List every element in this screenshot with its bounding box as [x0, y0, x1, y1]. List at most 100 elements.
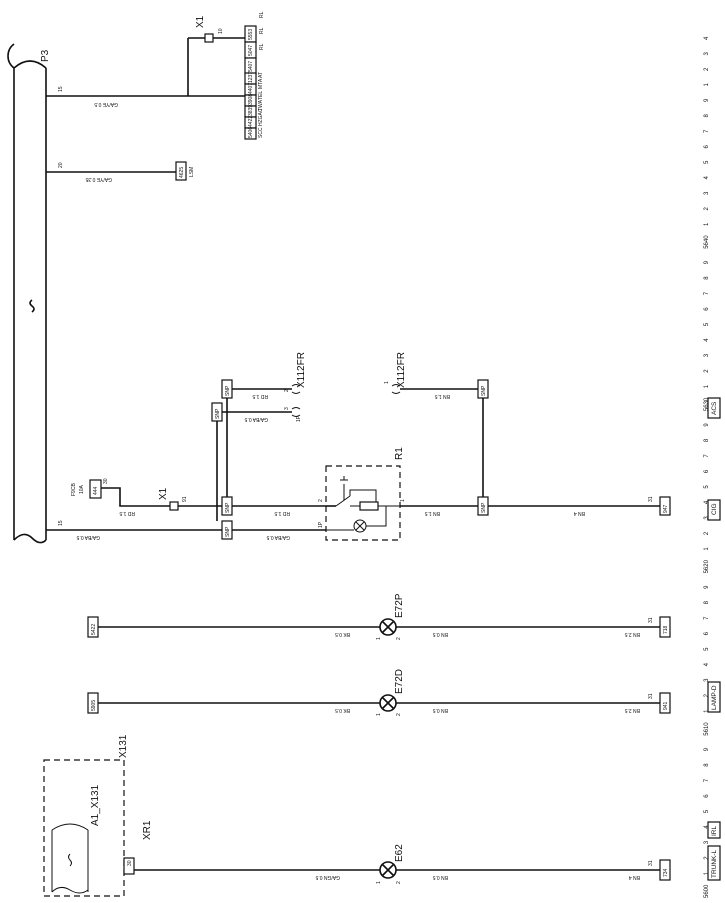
wire-ground-label: BN 4: [574, 510, 585, 516]
connector-pin-label: 1P: [296, 415, 302, 422]
ruler-minor-label: 5: [704, 160, 710, 164]
ruler-minor-label: 3: [704, 840, 710, 844]
relay-section: 444 F9CB 10A 30 X1 91 RD 1.5 15 GA/BA 0.…: [46, 352, 671, 541]
ruler-minor-label: 6: [704, 631, 710, 635]
upper-box-code: 5553: [248, 29, 254, 40]
ruler-major-label: 5610: [704, 722, 710, 736]
x1-relay-pin: 91: [182, 496, 188, 502]
lower-box-code: 3908: [248, 94, 254, 105]
lamp-right-wire: BN 0.5: [432, 707, 448, 713]
fuse-rating: 10A: [79, 484, 85, 494]
grid-ruler: 5600123456789561012345678956201234567895…: [704, 36, 710, 898]
lamp-left-wire: GA/GN 0.5: [315, 874, 340, 880]
ruler-minor-label: 1: [704, 384, 710, 388]
relay-pin: 1P: [318, 521, 324, 528]
ruler-minor-label: 9: [704, 260, 710, 264]
x1-splice-connector: [204, 33, 214, 43]
lamp-ground-box: [659, 859, 671, 881]
upper-box-tag: RL: [259, 43, 265, 50]
module-pin-box: [123, 857, 135, 875]
ruler-major-label: 5600: [704, 884, 710, 898]
ruler-minor-label: 5: [704, 322, 710, 326]
legend-lamp-d: LAMP-D: [711, 685, 718, 710]
x1-relay-label: X1: [158, 487, 169, 500]
lower-box-tag: SCC: [258, 127, 264, 138]
lamp-ground-box: [659, 616, 671, 638]
module-pin: 30: [127, 860, 133, 866]
lamp-ground-pin: 31: [648, 693, 654, 699]
connector-pin-label: 2: [284, 389, 290, 392]
wire-up1-label: RD 1.5: [252, 393, 268, 399]
ruler-minor-label: 7: [704, 129, 710, 133]
harness-label: P3: [40, 49, 51, 62]
wire-main-label: GA/YE 0.5: [94, 101, 118, 107]
snp-label: SNP: [481, 385, 487, 396]
ruler-minor-label: 3: [704, 678, 710, 682]
fuse-box-code: 444: [93, 486, 99, 495]
ruler-minor-label: 4: [704, 662, 710, 666]
ruler-minor-label: 2: [704, 693, 710, 697]
wire-up3-label: BN 1.5: [434, 393, 450, 399]
lamp-right-wire: BN 0.5: [432, 874, 448, 880]
ruler-minor-label: 5: [704, 647, 710, 651]
fuse-box: [89, 479, 102, 499]
pin-15-bottom: 15: [58, 520, 64, 526]
ruler-minor-label: 9: [704, 585, 710, 589]
wire-rd-label: RD 1.5: [274, 510, 290, 516]
lamp-right-wire2: BN 2.5: [624, 707, 640, 713]
lamp-label: E72P: [394, 593, 405, 618]
lamp-ground-pin: 31: [648, 617, 654, 623]
snp-label: SNP: [225, 385, 231, 396]
ruler-minor-label: 1: [704, 709, 710, 713]
ruler-minor-label: 9: [704, 747, 710, 751]
box-4625-tag: LSM: [189, 167, 195, 177]
module-x131: X131 A1_X131 XR1 30: [43, 734, 153, 897]
ruler-minor-label: 5: [704, 809, 710, 813]
ruler-major-label: 5620: [704, 559, 710, 573]
ruler-major-label: 5640: [704, 235, 710, 249]
relay-coil: [359, 501, 379, 511]
ruler-minor-label: 6: [704, 307, 710, 311]
ruler-minor-label: 2: [704, 207, 710, 211]
ruler-minor-label: 4: [704, 36, 710, 40]
ground-box-code: 947: [663, 504, 669, 513]
lamp-left-box-code: 5905: [91, 700, 97, 711]
ruler-minor-label: 8: [704, 600, 710, 604]
lamp-label: E72D: [394, 669, 405, 694]
lamp-pin: 1: [376, 713, 382, 716]
x1-relay-connector: [169, 501, 179, 511]
lamp-e62-circuit: GA/GN 0.5 E62 1 2 BN 0.5 BN 4 31 734: [134, 844, 671, 884]
lower-box-tag: AT: [258, 72, 264, 78]
upper-box-code: 5047: [248, 45, 254, 56]
wire-fuse-label: RD 1.5: [119, 510, 135, 516]
lamp-pin: 1: [376, 637, 382, 640]
lamp-ground-box-code: 941: [663, 701, 669, 710]
lower-box-tag: TWA: [258, 99, 264, 111]
wire-harness-2-label: GA/BA 0.5: [266, 534, 290, 540]
legend-acs: ACS: [711, 401, 718, 415]
top-section: 15 GA/YE 0.5 X1 10 5553 5047 5407 RL RL …: [46, 11, 265, 182]
ruler-minor-label: 2: [704, 856, 710, 860]
snp-label: SNP: [225, 502, 231, 513]
upper-box-code: 5407: [248, 61, 254, 72]
ruler-minor-label: 6: [704, 145, 710, 149]
wire-20-label: GA/YE 0.35: [85, 176, 112, 182]
ruler-minor-label: 2: [704, 369, 710, 373]
ruler-minor-label: 1: [704, 83, 710, 87]
upper-box-tag: RL: [259, 27, 265, 34]
connector-x112fr-top: X112FR: [296, 352, 307, 388]
connector-pin: [391, 384, 401, 394]
module-outer-label: X131: [118, 734, 129, 758]
lamp-ground-box: [659, 692, 671, 714]
ruler-minor-label: 8: [704, 438, 710, 442]
relay-r1-label: R1: [394, 447, 405, 460]
lamp-left-wire: BK 0.5: [335, 631, 350, 637]
lower-box-code: 1237: [248, 72, 254, 83]
relay-switch: [335, 476, 351, 507]
wire-up2-label: GA/BA 0.5: [244, 416, 268, 422]
ruler-minor-label: 6: [704, 469, 710, 473]
ruler-minor-label: 3: [704, 516, 710, 520]
snp-label: SNP: [481, 502, 487, 513]
wire-out-label: BN 1.5: [424, 510, 440, 516]
